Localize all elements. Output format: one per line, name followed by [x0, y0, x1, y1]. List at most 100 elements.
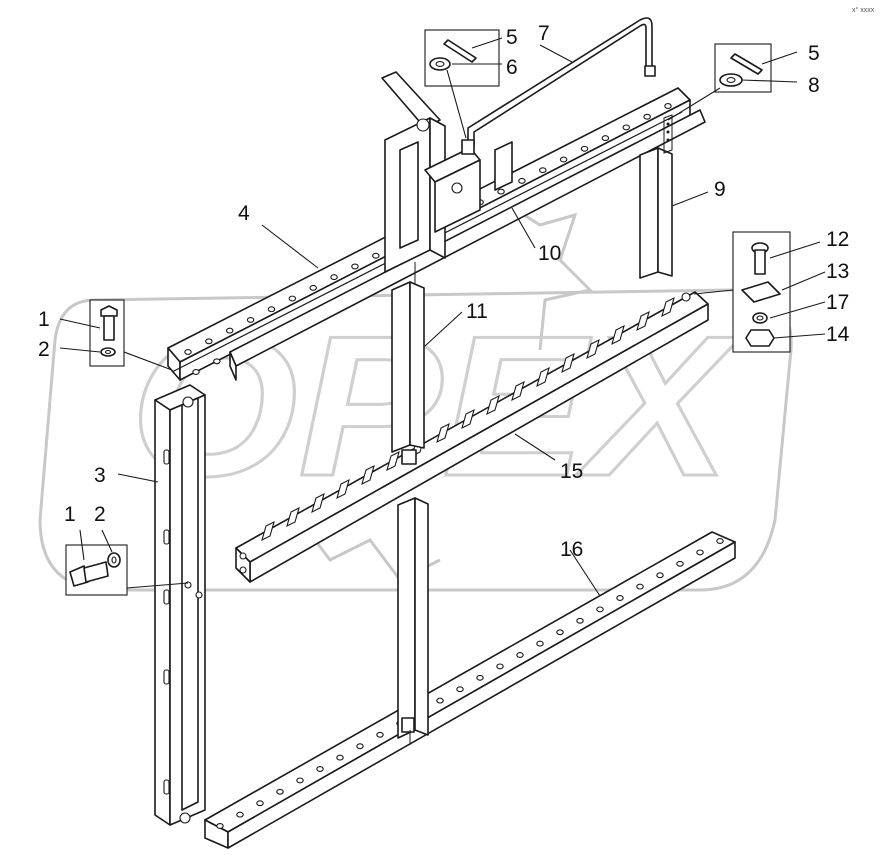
comb-slot — [311, 492, 325, 514]
comb-slot — [486, 394, 500, 416]
callout-16: 16 — [560, 538, 583, 561]
callout-17: 17 — [826, 291, 849, 314]
center-guide-part-11 — [391, 262, 425, 465]
callout-1a: 1 — [38, 308, 50, 331]
comb-slot — [561, 352, 575, 374]
comb-slot — [286, 506, 300, 528]
rail-hole — [601, 135, 610, 142]
callout-1b: 1 — [64, 503, 76, 526]
callout-9: 9 — [714, 178, 726, 201]
hardware-box-5-8 — [714, 43, 772, 93]
comb-slot — [611, 324, 625, 346]
comb-slot — [636, 310, 650, 332]
leader-lines — [59, 37, 826, 597]
rail-hole — [236, 811, 244, 818]
callout-5b: 5 — [808, 42, 820, 65]
rail-hole — [372, 252, 380, 259]
post-slot — [163, 449, 170, 465]
rail-hole — [576, 617, 584, 624]
bottom-rail-part-16 — [204, 531, 736, 849]
callout-4: 4 — [238, 202, 250, 225]
rod-part-7 — [461, 17, 656, 155]
rail-hole — [351, 263, 359, 270]
rail-hole — [539, 167, 547, 174]
rail-hole — [696, 549, 704, 556]
center-guide-lower — [397, 497, 429, 745]
comb-bar-part-15 — [235, 291, 709, 583]
comb-slot — [436, 422, 450, 444]
callout-7: 7 — [538, 22, 550, 45]
callout-5a: 5 — [506, 26, 518, 49]
comb-slot — [661, 296, 675, 318]
rail-hole — [559, 156, 568, 163]
rail-hole — [622, 124, 631, 131]
callout-2b: 2 — [94, 503, 106, 526]
rail-hole — [580, 145, 589, 152]
right-guide-part-9 — [639, 114, 673, 279]
rail-hole — [267, 306, 276, 313]
rail-hole — [225, 327, 234, 334]
top-rail-part-10 — [229, 109, 706, 381]
rail-hole — [330, 274, 338, 281]
rail-hole — [596, 606, 604, 613]
comb-slot — [361, 464, 375, 486]
rail-hole — [376, 731, 384, 738]
rail-hole — [643, 113, 651, 120]
corner-mark: x° xxxx — [852, 6, 875, 14]
callout-10: 10 — [538, 242, 561, 265]
rail-hole — [476, 674, 484, 681]
callout-8: 8 — [808, 74, 820, 97]
callout-15: 15 — [560, 460, 583, 483]
rail-hole — [496, 663, 504, 670]
rail-hole — [518, 177, 526, 184]
left-post-part-3 — [154, 384, 206, 826]
callout-3: 3 — [94, 464, 106, 487]
rail-hole — [716, 538, 724, 544]
rail-hole — [556, 629, 564, 636]
rail-hole — [664, 103, 672, 109]
rail-hole — [256, 800, 264, 807]
post-hole — [195, 591, 203, 599]
rail-hole — [184, 349, 192, 355]
post-slot — [163, 779, 170, 795]
rail-hole — [636, 583, 644, 590]
comb-slot — [536, 366, 550, 388]
rail-hole — [205, 338, 213, 345]
comb-slot — [511, 380, 525, 402]
callout-2a: 2 — [38, 338, 50, 361]
hardware-box-5-6 — [424, 29, 500, 87]
rail-hole — [497, 188, 505, 195]
callouts: 1 2 1 2 3 4 5 6 7 5 8 9 10 11 12 13 17 1… — [38, 22, 850, 561]
rail-hole — [676, 560, 684, 567]
hardware-box-1-2-side — [65, 544, 128, 596]
hardware-box-1-2-top — [89, 299, 125, 367]
rail-hole — [213, 358, 221, 365]
post-slot — [163, 589, 170, 605]
rail-hole — [356, 743, 364, 750]
rail-hole — [246, 316, 255, 323]
callout-12: 12 — [826, 228, 849, 251]
rail-hole — [316, 766, 324, 772]
rail-hole — [216, 823, 224, 829]
callout-11: 11 — [466, 300, 488, 323]
rail-hole — [536, 640, 544, 647]
callout-14: 14 — [826, 323, 850, 346]
callout-13: 13 — [826, 260, 849, 283]
rail-hole — [656, 572, 664, 579]
mount-bracket — [381, 71, 513, 273]
comb-slot — [261, 520, 275, 542]
rail-hole — [276, 788, 284, 795]
rail-hole — [436, 697, 444, 704]
post-slot — [163, 669, 170, 685]
rail-hole — [456, 686, 464, 693]
rail-hole — [516, 652, 524, 658]
comb-slot — [336, 478, 350, 500]
rail-hole — [296, 777, 304, 784]
comb-slot — [461, 408, 475, 430]
hardware-box-12-14 — [732, 231, 791, 353]
post-slot — [163, 529, 170, 545]
rail-hole — [309, 284, 317, 291]
comb-slot — [386, 450, 400, 472]
rail-hole — [616, 595, 624, 601]
